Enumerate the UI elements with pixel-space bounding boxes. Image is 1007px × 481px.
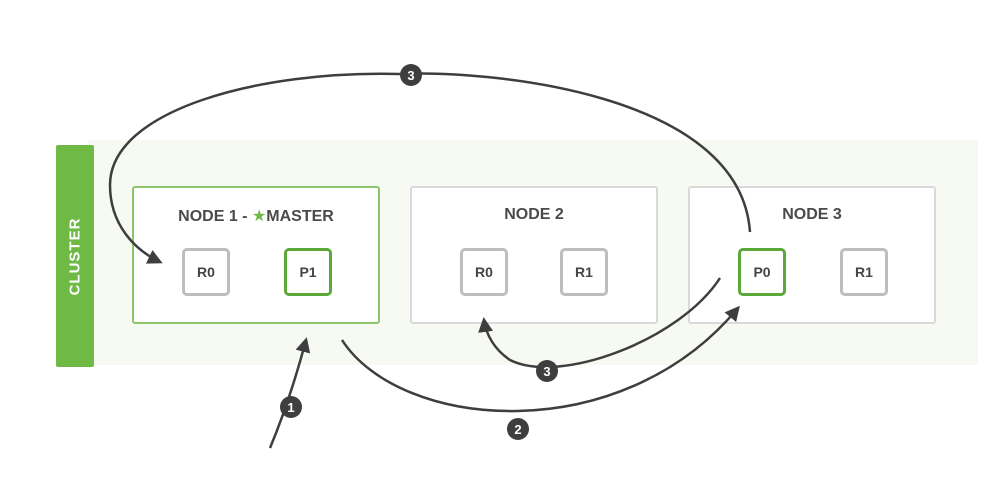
shard-p0: P0 <box>738 248 786 296</box>
node-1: NODE 1 - ★MASTER R0 P1 <box>132 186 380 324</box>
step-3-bottom-marker: 3 <box>536 360 558 382</box>
shard-p1: P1 <box>284 248 332 296</box>
shard-r0: R0 <box>182 248 230 296</box>
cluster-bar: CLUSTER <box>56 145 94 367</box>
node-2-title: NODE 2 <box>504 206 564 223</box>
shard-r1: R1 <box>840 248 888 296</box>
node-1-title-prefix: NODE 1 - <box>178 208 252 225</box>
node-1-title: NODE 1 - ★MASTER <box>134 206 378 226</box>
step-3-top-marker: 3 <box>400 64 422 86</box>
shard-r0: R0 <box>460 248 508 296</box>
step-2-marker: 2 <box>507 418 529 440</box>
node-3: NODE 3 P0 R1 <box>688 186 936 324</box>
shard-r1: R1 <box>560 248 608 296</box>
cluster-label: CLUSTER <box>66 217 84 295</box>
star-icon: ★ <box>251 208 267 225</box>
node-3-title: NODE 3 <box>782 206 842 223</box>
node-2: NODE 2 R0 R1 <box>410 186 658 324</box>
step-1-marker: 1 <box>280 396 302 418</box>
node-1-title-suffix: MASTER <box>266 208 334 225</box>
